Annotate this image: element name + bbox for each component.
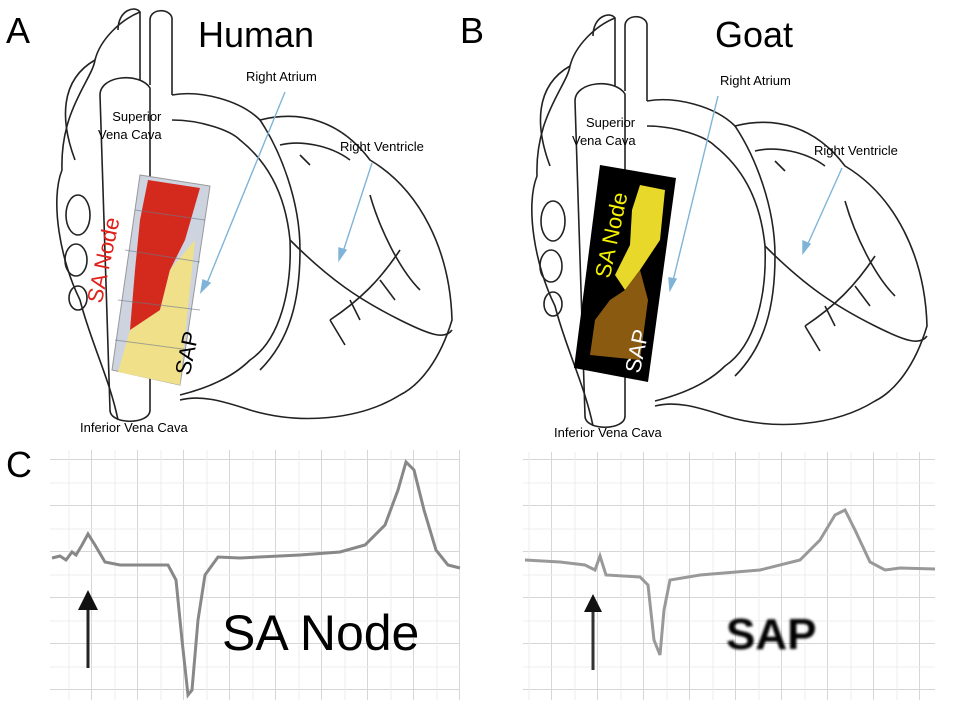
- sa-node-ecg-trace: [51, 459, 461, 699]
- label-svc-b-line2: Vena Cava: [572, 133, 636, 148]
- label-ivc-a: Inferior Vena Cava: [80, 420, 188, 435]
- label-svc-a-line2: Vena Cava: [98, 127, 162, 142]
- annotation-arrows: [199, 91, 843, 295]
- label-right-ventricle-b: Right Ventricle: [814, 143, 898, 158]
- species-title-human: Human: [198, 14, 315, 55]
- label-ivc-b: Inferior Vena Cava: [554, 425, 662, 440]
- species-title-goat: Goat: [715, 14, 794, 55]
- label-right-atrium-a: Right Atrium: [246, 69, 317, 84]
- human-sa-node-tissue-image: [111, 174, 211, 386]
- sap-arrow-icon: [584, 594, 602, 670]
- sa-node-arrow-icon: [78, 590, 98, 668]
- goat-sa-node-tissue-image: [574, 165, 676, 382]
- sap-ecg-trace: [524, 507, 936, 656]
- sap-ecg-grid: [523, 452, 935, 700]
- panel-letter-b: B: [460, 10, 485, 51]
- sap-trace-label: SAP: [726, 610, 817, 659]
- label-svc-a: Superior Vena Cava: [98, 108, 162, 144]
- label-right-ventricle-a: Right Ventricle: [340, 139, 424, 154]
- panel-letter-c: C: [6, 444, 32, 485]
- label-right-atrium-b: Right Atrium: [720, 73, 791, 88]
- sa-node-ecg-grid: [50, 450, 460, 700]
- label-svc-b: Superior Vena Cava: [572, 114, 636, 150]
- label-svc-a-line1: Superior: [112, 109, 162, 124]
- label-svc-b-line1: Superior: [586, 115, 636, 130]
- sa-node-trace-label: SA Node: [222, 605, 420, 661]
- panel-letter-a: A: [6, 10, 31, 51]
